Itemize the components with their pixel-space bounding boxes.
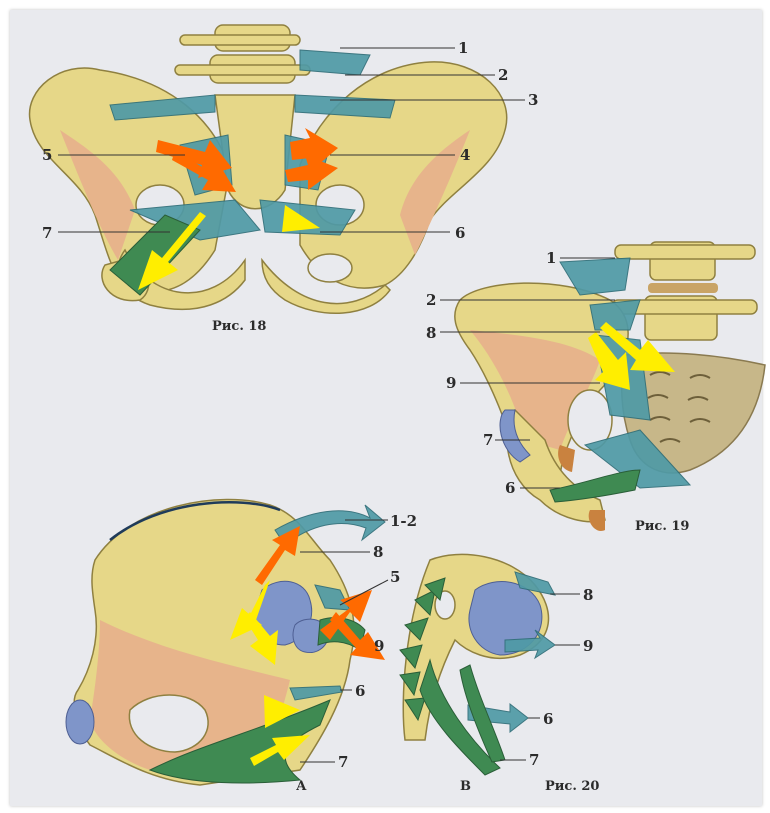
fig18-label-4: 4 bbox=[460, 146, 470, 164]
figure-20b: 8 9 6 7 В Рис. 20 bbox=[400, 554, 599, 794]
fig20a-label-1-2: 1-2 bbox=[390, 512, 417, 530]
fig19-label-2: 2 bbox=[426, 291, 436, 309]
figure-19: 1 2 8 9 7 6 Рис. 19 bbox=[426, 242, 765, 534]
fig18-label-1: 1 bbox=[458, 39, 468, 57]
figure-20a: 1-2 8 5 9 6 7 А bbox=[66, 500, 417, 794]
fig19-label-7: 7 bbox=[483, 431, 493, 449]
fig19-label-6: 6 bbox=[505, 479, 515, 497]
fig20a-label-9: 9 bbox=[374, 637, 384, 655]
fig20-caption: Рис. 20 bbox=[545, 779, 599, 794]
fig18-label-2: 2 bbox=[498, 66, 508, 84]
fig19-label-8: 8 bbox=[426, 324, 436, 342]
fig20b-label-8: 8 bbox=[583, 586, 593, 604]
fig20b-label-6: 6 bbox=[543, 710, 553, 728]
iliolumbar-ligament bbox=[300, 50, 370, 75]
fig20a-label-5: 5 bbox=[390, 568, 400, 586]
fig18-label-7: 7 bbox=[42, 224, 52, 242]
fig19-caption: Рис. 19 bbox=[635, 519, 689, 534]
figure-18: 1 2 3 4 5 6 7 Рис. 18 bbox=[30, 25, 539, 334]
fig20a-part-label: А bbox=[296, 779, 307, 794]
fig19-label-1: 1 bbox=[546, 249, 556, 267]
fig20a-label-8: 8 bbox=[373, 543, 383, 561]
fig20a-label-6: 6 bbox=[355, 682, 365, 700]
fig20a-label-7: 7 bbox=[338, 753, 348, 771]
fig20b-label-7: 7 bbox=[529, 751, 539, 769]
fig18-label-6: 6 bbox=[455, 224, 465, 242]
fig20b-part-label: В bbox=[460, 779, 471, 794]
fig18-caption: Рис. 18 bbox=[212, 319, 266, 334]
fig18-label-3: 3 bbox=[528, 91, 538, 109]
fig20b-label-9: 9 bbox=[583, 637, 593, 655]
fig19-label-9: 9 bbox=[446, 374, 456, 392]
fig18-label-5: 5 bbox=[42, 146, 52, 164]
